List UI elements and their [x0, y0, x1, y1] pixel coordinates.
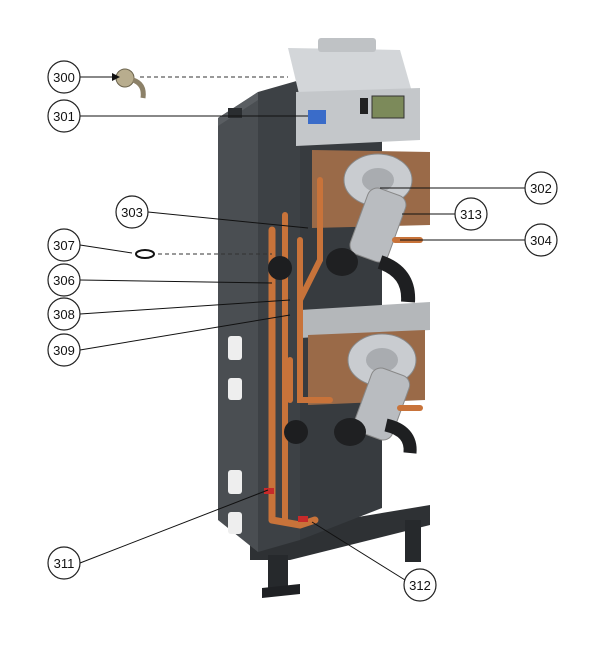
svg-text:300: 300 — [53, 70, 75, 85]
svg-text:307: 307 — [53, 238, 75, 253]
svg-text:304: 304 — [530, 233, 552, 248]
upper-heat-exchanger — [312, 150, 430, 303]
callout-311: 311 — [47, 546, 81, 580]
o-ring-part — [135, 249, 155, 259]
callout-303: 303 — [115, 195, 149, 229]
callout-307: 307 — [47, 228, 81, 262]
callout-312: 312 — [403, 568, 437, 602]
gas-fitting-part — [115, 68, 146, 99]
base-stand — [250, 505, 430, 598]
callouts: 300 301 302 303 304 306 307 308 — [47, 60, 558, 602]
cabinet-side-panel — [218, 92, 258, 552]
circulation-pumps — [268, 256, 308, 444]
valves — [264, 488, 308, 522]
callout-300: 300 — [47, 60, 81, 94]
callout-301: 301 — [47, 99, 81, 133]
control-housing — [288, 38, 420, 146]
svg-text:309: 309 — [53, 343, 75, 358]
upper-mounting-plate — [300, 302, 430, 338]
drain-bottles — [228, 336, 242, 534]
callout-304: 304 — [524, 223, 558, 257]
callout-313: 313 — [454, 197, 488, 231]
svg-text:306: 306 — [53, 273, 75, 288]
callout-306: 306 — [47, 263, 81, 297]
boiler-illustration — [115, 38, 430, 598]
svg-text:302: 302 — [530, 181, 552, 196]
svg-text:313: 313 — [460, 207, 482, 222]
callout-302: 302 — [524, 171, 558, 205]
svg-text:301: 301 — [53, 109, 75, 124]
svg-text:308: 308 — [53, 307, 75, 322]
callout-308: 308 — [47, 297, 81, 331]
callout-309: 309 — [47, 333, 81, 367]
svg-text:311: 311 — [54, 556, 75, 571]
svg-text:303: 303 — [121, 205, 143, 220]
leader-lines — [79, 73, 525, 581]
svg-text:312: 312 — [409, 578, 431, 593]
lower-heat-exchanger — [308, 330, 425, 454]
